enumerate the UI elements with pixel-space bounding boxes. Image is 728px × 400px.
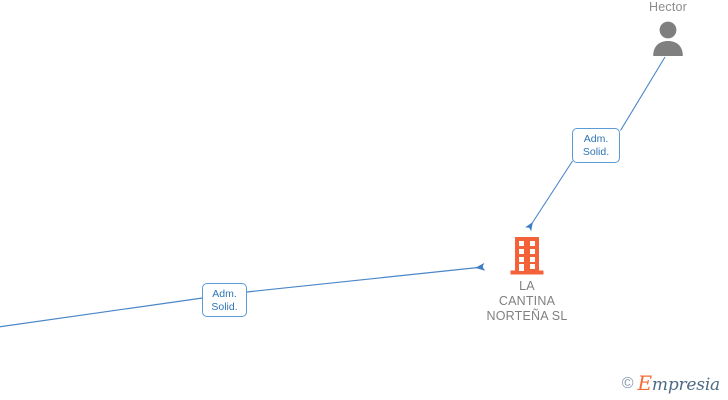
copyright-icon: © bbox=[621, 374, 634, 392]
edge-label-to-company bbox=[525, 160, 573, 232]
relationship-label-line1: Adm. bbox=[583, 133, 609, 145]
brand-initial: E bbox=[637, 371, 653, 395]
relationship-label-line2: Solid. bbox=[582, 146, 610, 158]
company-node[interactable]: LA CANTINA NORTEÑA SL bbox=[468, 236, 586, 324]
company-name-label: LA CANTINA NORTEÑA SL bbox=[486, 279, 568, 323]
brand-rest: mpresia bbox=[651, 375, 720, 395]
relationship-label-person[interactable]: Adm. Solid. bbox=[572, 128, 620, 163]
person-name-label: Hector bbox=[648, 0, 688, 14]
edge-label-to-company-horizontal bbox=[246, 262, 486, 293]
edge-person-to-label bbox=[620, 56, 666, 131]
relationship-label-offscreen[interactable]: Adm. Solid. bbox=[202, 283, 247, 317]
relationship-label-line2: Solid. bbox=[211, 301, 238, 313]
building-icon bbox=[510, 237, 544, 275]
brand-wordmark: Empresia bbox=[638, 373, 721, 394]
person-icon bbox=[653, 21, 683, 56]
edge-offscreen-to-label bbox=[0, 297, 203, 328]
relationship-label-line1: Adm. bbox=[212, 288, 237, 300]
person-node[interactable]: Hector bbox=[622, 0, 714, 56]
watermark: © Empresia bbox=[622, 373, 720, 394]
